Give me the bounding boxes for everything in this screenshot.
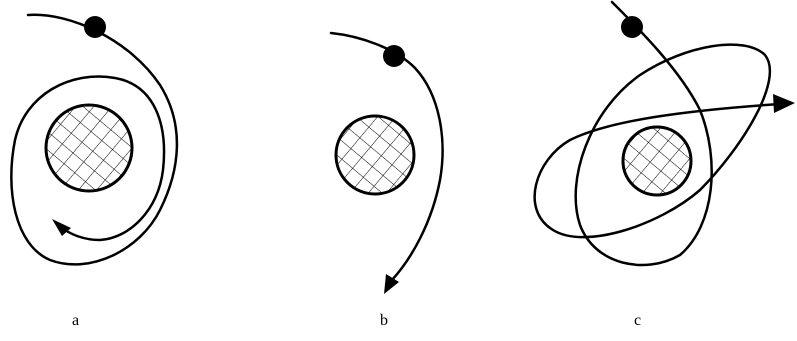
planet-c bbox=[621, 125, 693, 197]
spacecraft-c bbox=[621, 16, 643, 38]
panel-label-a: a bbox=[72, 312, 80, 329]
panel-b bbox=[329, 31, 444, 294]
panel-label-b: b bbox=[380, 312, 388, 329]
panel-a bbox=[10, 13, 179, 266]
arrowhead-c bbox=[773, 94, 795, 113]
trajectory-c bbox=[533, 0, 782, 267]
arrowhead-b bbox=[384, 274, 399, 294]
panel-label-c: c bbox=[634, 312, 642, 329]
trajectory-a bbox=[10, 13, 179, 266]
planet-a bbox=[44, 103, 134, 193]
planet-b bbox=[334, 114, 416, 196]
spacecraft-a bbox=[84, 16, 106, 38]
trajectory-b bbox=[329, 31, 444, 282]
panel-c bbox=[533, 0, 795, 267]
spacecraft-b bbox=[383, 45, 405, 67]
arrowhead-a bbox=[52, 219, 71, 236]
